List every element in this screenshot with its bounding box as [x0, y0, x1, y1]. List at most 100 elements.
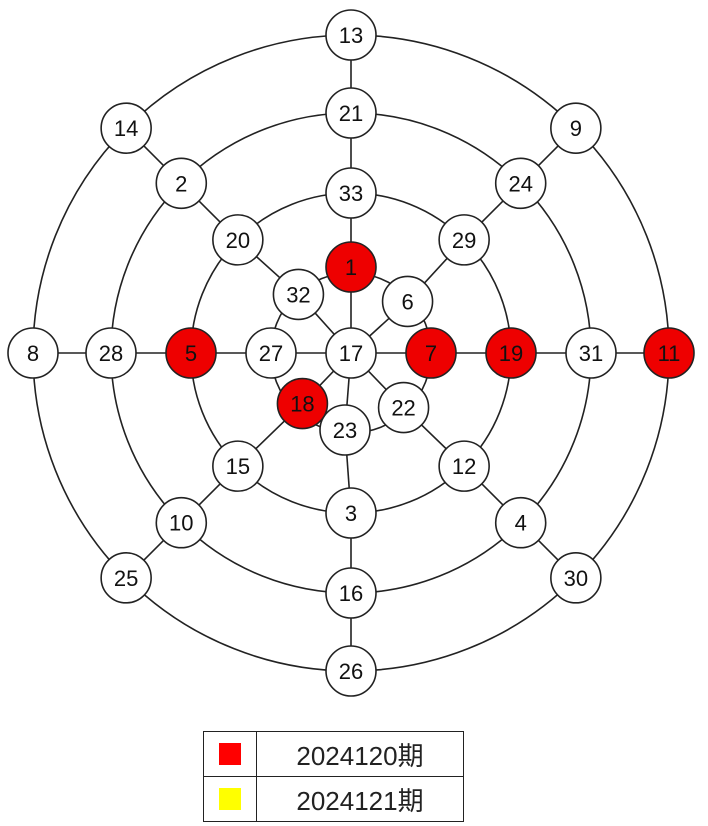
node-label: 21	[339, 101, 363, 126]
number-node-15: 15	[212, 440, 264, 492]
node-circle	[325, 487, 377, 539]
number-node-14: 14	[100, 102, 152, 154]
node-label: 33	[339, 181, 363, 206]
legend-label: 2024120期	[256, 731, 464, 777]
node-circle	[319, 404, 371, 456]
number-node-24: 24	[494, 157, 547, 210]
node-label: 8	[27, 341, 39, 366]
node-circle	[643, 327, 695, 379]
node-label: 20	[226, 228, 250, 253]
number-node-28: 28	[85, 327, 137, 379]
number-node-4: 4	[494, 496, 547, 549]
node-circle	[245, 327, 297, 379]
node-circle	[100, 552, 152, 604]
number-node-2: 2	[155, 157, 208, 210]
number-node-5: 5	[165, 327, 217, 379]
node-label: 15	[226, 454, 250, 479]
node-label: 23	[333, 418, 357, 443]
node-circle	[325, 167, 377, 219]
number-node-30: 30	[550, 552, 602, 604]
number-node-33: 33	[325, 167, 377, 219]
number-node-17: 17	[325, 327, 377, 379]
node-label: 32	[286, 282, 310, 307]
node-label: 6	[401, 289, 413, 314]
node-circle	[272, 268, 325, 321]
node-circle	[100, 102, 152, 154]
node-circle	[325, 87, 377, 139]
number-node-11: 11	[643, 327, 695, 379]
node-label: 9	[570, 116, 582, 141]
number-node-29: 29	[438, 214, 490, 266]
node-circle	[212, 214, 264, 266]
node-label: 28	[99, 341, 123, 366]
legend-table: 2024120期 2024121期	[203, 731, 464, 822]
node-label: 22	[391, 396, 415, 421]
node-circle	[325, 327, 377, 379]
legend-swatch-yellow	[219, 788, 241, 810]
node-label: 7	[425, 341, 437, 366]
number-node-27: 27	[245, 327, 297, 379]
legend-row: 2024120期	[203, 731, 464, 777]
node-circle	[438, 214, 490, 266]
number-node-19: 19	[485, 327, 537, 379]
number-node-12: 12	[438, 440, 490, 492]
node-label: 14	[114, 116, 138, 141]
number-node-18: 18	[276, 377, 329, 430]
node-circle	[550, 552, 602, 604]
node-label: 18	[290, 392, 314, 417]
number-node-32: 32	[272, 268, 325, 321]
node-label: 24	[508, 171, 532, 196]
node-circle	[550, 102, 602, 154]
legend-row: 2024121期	[203, 776, 464, 822]
node-label: 10	[169, 511, 193, 536]
node-label: 25	[114, 566, 138, 591]
node-circle	[494, 496, 547, 549]
node-label: 31	[579, 341, 603, 366]
node-label: 12	[452, 454, 476, 479]
node-circle	[155, 496, 208, 549]
node-circle	[165, 327, 217, 379]
number-node-21: 21	[325, 87, 377, 139]
node-label: 27	[259, 341, 283, 366]
node-label: 17	[339, 341, 363, 366]
node-label: 29	[452, 228, 476, 253]
number-node-22: 22	[377, 381, 430, 434]
number-node-7: 7	[405, 327, 457, 379]
node-circle	[276, 377, 329, 430]
legend-swatch-red	[219, 743, 241, 765]
node-circle	[325, 241, 377, 293]
node-circle	[377, 381, 430, 434]
node-circle	[565, 327, 617, 379]
number-node-25: 25	[100, 552, 152, 604]
node-circle	[155, 157, 208, 210]
number-node-31: 31	[565, 327, 617, 379]
node-circle	[485, 327, 537, 379]
number-node-10: 10	[155, 496, 208, 549]
number-node-9: 9	[550, 102, 602, 154]
node-circle	[438, 440, 490, 492]
node-circle	[85, 327, 137, 379]
node-circle	[494, 157, 547, 210]
node-label: 4	[515, 511, 527, 536]
number-node-23: 23	[319, 404, 371, 456]
node-circle	[405, 327, 457, 379]
node-circle	[212, 440, 264, 492]
node-circle	[381, 275, 434, 328]
number-node-3: 3	[325, 487, 377, 539]
node-label: 16	[339, 581, 363, 606]
node-label: 26	[339, 659, 363, 684]
node-circle	[7, 327, 59, 379]
number-ring-diagram: 1716722231827323329191231552021243141610…	[7, 9, 695, 697]
node-label: 5	[185, 341, 197, 366]
legend-label: 2024121期	[256, 776, 464, 822]
node-label: 2	[175, 171, 187, 196]
node-circle	[325, 645, 377, 697]
number-nodes: 1716722231827323329191231552021243141610…	[7, 9, 695, 697]
node-label: 1	[345, 255, 357, 280]
node-label: 13	[339, 23, 363, 48]
node-label: 30	[564, 566, 588, 591]
node-circle	[325, 567, 377, 619]
number-node-13: 13	[325, 9, 377, 61]
node-circle	[325, 9, 377, 61]
number-node-6: 6	[381, 275, 434, 328]
